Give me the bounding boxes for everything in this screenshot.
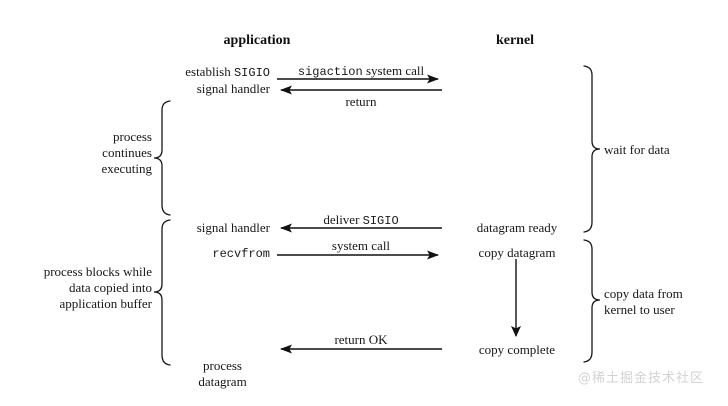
pb-line-2: data copied into [68,280,152,295]
brace-process-blocks [153,219,171,366]
arrow-label-return: return [345,94,377,109]
brace-copy-data-from-kernel [583,239,601,363]
app-step-process-datagram: process datagram [160,358,285,390]
deliver-label: deliver [323,212,360,227]
kernel-step-datagram-ready: datagram ready [476,220,558,235]
brace-label-process-continues: process continues executing [30,129,152,177]
brace-process-continues-executing [153,100,171,216]
cd-line-1: copy data from [604,286,683,301]
arrow-label-deliver-sigio: deliver SIGIO [278,211,444,229]
pc-line-2: continues [102,145,152,160]
brace-label-wait-for-data: wait for data [604,142,670,157]
watermark: @稀土掘金技术社区 [578,371,705,386]
kernel-step-copy-datagram: copy datagram [478,245,556,260]
pb-line-3: application buffer [59,296,152,311]
datagram-label: datagram [198,374,247,389]
sigio-mono-label-2: SIGIO [362,214,399,228]
sigaction-mono-label: sigaction [297,65,363,79]
column-heading-application: application [223,33,291,48]
system-call-label-1: system call [365,63,425,78]
pc-line-1: process [113,129,152,144]
kernel-step-copy-complete: copy complete [478,342,556,357]
brace-label-process-blocks: process blocks while data copied into ap… [14,264,152,312]
column-heading-kernel: kernel [495,33,535,48]
app-step-signal-handler: signal handler [196,220,270,235]
arrow-label-sigaction-system-call: sigaction system call [278,62,444,80]
pb-line-1: process blocks while [43,264,152,279]
establish-label: establish [185,64,231,79]
brace-wait-for-data [583,65,601,233]
app-step-establish-sigio: establish SIGIO signal handler [145,64,270,97]
app-step-recvfrom: recvfrom [212,247,270,261]
arrow-label-system-call: system call [331,238,391,253]
sigio-mono-label: SIGIO [233,66,270,80]
brace-label-copy-data: copy data from kernel to user [604,286,726,318]
arrow-label-return-ok: return OK [334,332,388,347]
cd-line-2: kernel to user [604,302,675,317]
pc-line-3: executing [101,161,152,176]
signal-handler-label-1: signal handler [196,81,270,96]
process-label: process [203,358,242,373]
